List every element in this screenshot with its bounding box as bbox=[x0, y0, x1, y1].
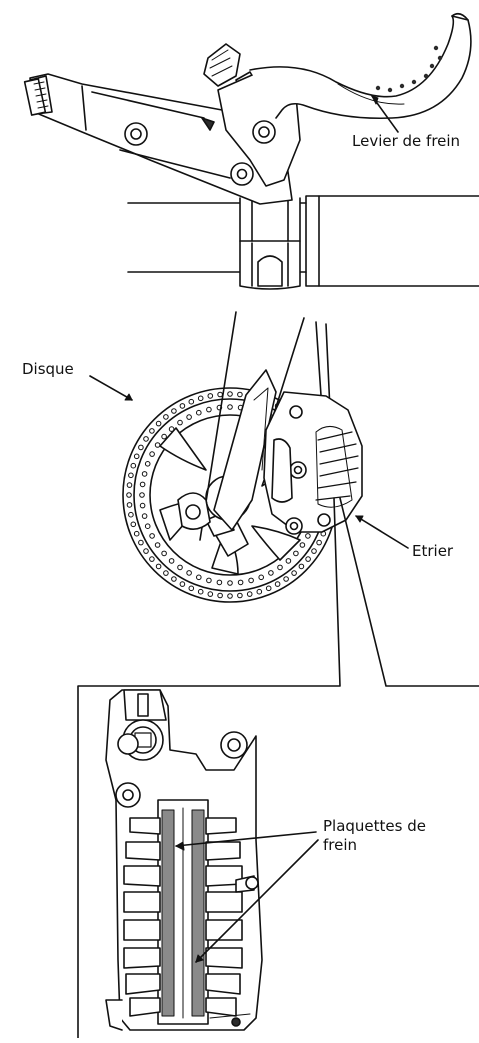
label-brake-pads: Plaquettes de frein bbox=[323, 817, 426, 855]
rotor-hole bbox=[150, 452, 155, 457]
rotor-hole bbox=[269, 571, 274, 576]
rotor-hole bbox=[312, 549, 317, 554]
rotor-hole bbox=[164, 415, 169, 420]
rotor-hole bbox=[140, 493, 145, 498]
rotor-hole bbox=[284, 577, 289, 582]
rotor-hole bbox=[142, 514, 147, 519]
rotor-hole bbox=[180, 582, 185, 587]
rotor-hole bbox=[134, 454, 139, 459]
rotor-hole bbox=[292, 571, 297, 576]
rotor-hole bbox=[187, 415, 192, 420]
rotor-hole bbox=[145, 524, 150, 529]
rotor-hole bbox=[208, 592, 213, 597]
rotor-hole bbox=[299, 564, 304, 569]
rotor-hole bbox=[238, 593, 243, 598]
rotor-hole bbox=[266, 586, 271, 591]
rotor-hole bbox=[228, 581, 233, 586]
rotor-hole bbox=[218, 593, 223, 598]
rotor-hole bbox=[198, 589, 203, 594]
rotor-hole bbox=[187, 571, 192, 576]
rotor-hole bbox=[228, 392, 233, 397]
rotor-hole bbox=[129, 473, 134, 478]
label-brake-pads-line1: Plaquettes de bbox=[323, 817, 426, 836]
rotor-hole bbox=[127, 503, 132, 508]
rotor-hole bbox=[127, 493, 132, 498]
rotor-hole bbox=[208, 394, 213, 399]
leader-disc bbox=[90, 376, 132, 400]
rotor-hole bbox=[228, 405, 233, 410]
rotor-hole bbox=[140, 482, 145, 487]
rotor-hole bbox=[294, 551, 299, 556]
rotor-hole bbox=[217, 580, 222, 585]
rotor-hole bbox=[140, 503, 145, 508]
rotor-hole bbox=[278, 565, 283, 570]
rotor-hole bbox=[127, 483, 132, 488]
label-brake-pads-line2: frein bbox=[323, 836, 426, 855]
rotor-hole bbox=[172, 577, 177, 582]
rotor-hole bbox=[180, 404, 185, 409]
rotor-hole bbox=[155, 443, 160, 448]
rotor-hole bbox=[300, 543, 305, 548]
label-disc: Disque bbox=[22, 360, 74, 379]
leader-caliper bbox=[356, 516, 408, 548]
rotor-hole bbox=[306, 557, 311, 562]
rotor-hole bbox=[162, 551, 167, 556]
rotor-hole bbox=[189, 586, 194, 591]
rotor-hole bbox=[198, 396, 203, 401]
rotor-hole bbox=[249, 578, 254, 583]
rotor-hole bbox=[144, 549, 149, 554]
rotor-hole bbox=[129, 512, 134, 517]
rotor-hole bbox=[150, 534, 155, 539]
lever-body bbox=[25, 14, 471, 204]
rotor-hole bbox=[286, 559, 291, 564]
rotor-hole bbox=[197, 575, 202, 580]
rotor-hole bbox=[156, 421, 161, 426]
handlebar-assembly bbox=[128, 196, 479, 289]
rotor-hole bbox=[189, 399, 194, 404]
rotor-hole bbox=[218, 392, 223, 397]
rotor-hole bbox=[144, 437, 149, 442]
rotor-hole bbox=[150, 557, 155, 562]
rotor-hole bbox=[131, 522, 136, 527]
rotor-hole bbox=[134, 531, 139, 536]
rotor-hole bbox=[156, 564, 161, 569]
rotor-hole bbox=[131, 463, 136, 468]
rotor-hole bbox=[317, 540, 322, 545]
rotor-hole bbox=[238, 580, 243, 585]
label-caliper: Etrier bbox=[412, 542, 453, 561]
rotor-hole bbox=[139, 445, 144, 450]
rotor-hole bbox=[169, 559, 174, 564]
rotor-hole bbox=[155, 543, 160, 548]
rotor-hole bbox=[228, 594, 233, 599]
rotor-hole bbox=[197, 410, 202, 415]
rotor-hole bbox=[162, 434, 167, 439]
rotor-hole bbox=[207, 407, 212, 412]
rotor-hole bbox=[306, 534, 311, 539]
rotor-hole bbox=[178, 420, 183, 425]
rotor-hole bbox=[139, 540, 144, 545]
rotor-hole bbox=[257, 589, 262, 594]
caliper bbox=[264, 322, 362, 534]
rotor-hole bbox=[142, 472, 147, 477]
rotor-hole bbox=[275, 582, 280, 587]
rotor-hole bbox=[150, 429, 155, 434]
rotor-hole bbox=[172, 409, 177, 414]
rotor-hole bbox=[259, 575, 264, 580]
rotor-hole bbox=[238, 392, 243, 397]
rotor-hole bbox=[207, 578, 212, 583]
rotor-hole bbox=[178, 565, 183, 570]
rotor-hole bbox=[145, 462, 150, 467]
label-brake-lever: Levier de frein bbox=[352, 132, 460, 151]
rotor-hole bbox=[164, 571, 169, 576]
rotor-hole bbox=[247, 592, 252, 597]
caliper-detail bbox=[106, 690, 262, 1030]
